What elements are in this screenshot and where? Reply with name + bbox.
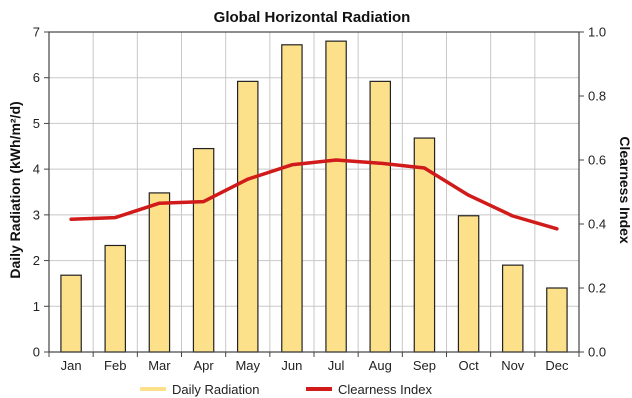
x-tick-label: Sep xyxy=(413,358,436,373)
x-tick-label: Jun xyxy=(281,358,302,373)
x-tick-label: Aug xyxy=(369,358,392,373)
legend-label-daily-radiation: Daily Radiation xyxy=(172,382,259,397)
bar-sep xyxy=(413,137,436,353)
bar-oct xyxy=(457,215,480,353)
bar-jul xyxy=(325,40,347,353)
x-tick-label: Dec xyxy=(545,358,569,373)
x-tick-label: May xyxy=(235,358,260,373)
x-tick-label: Jan xyxy=(61,358,82,373)
y-tick-label: 7 xyxy=(33,25,40,40)
y2-tick-label: 0.4 xyxy=(588,217,606,232)
bar-aug xyxy=(369,80,392,353)
grid-lines xyxy=(48,31,580,353)
x-tick-label: Nov xyxy=(501,358,525,373)
y-tick-label: 5 xyxy=(33,116,40,131)
bar-may xyxy=(236,80,259,353)
line-group xyxy=(69,158,559,231)
y2-tick-label: 1.0 xyxy=(588,25,606,40)
y-tick-label: 0 xyxy=(33,345,40,360)
legend: Daily Radiation Clearness Index xyxy=(140,382,432,397)
bar-nov xyxy=(501,264,524,353)
y2-tick-label: 0.8 xyxy=(588,89,606,104)
clearness-index-line xyxy=(69,158,559,231)
bar-dec xyxy=(546,287,568,353)
bar-mar xyxy=(148,192,171,353)
y-tick-label: 6 xyxy=(33,70,40,85)
x-tick-label: Oct xyxy=(458,358,479,373)
chart-title: Global Horizontal Radiation xyxy=(214,9,411,26)
y-axis-label: Daily Radiation (kWh/m²/d) xyxy=(7,101,23,278)
x-tick-label: Jul xyxy=(328,358,345,373)
x-tick-label: Apr xyxy=(193,358,214,373)
bar-jan xyxy=(60,274,82,353)
y2-tick-label: 0.0 xyxy=(588,345,606,360)
y-tick-label: 1 xyxy=(33,299,40,314)
bar-jun xyxy=(281,44,303,353)
axes-group xyxy=(44,31,584,357)
y2-tick-label: 0.2 xyxy=(588,281,606,296)
y-tick-label: 2 xyxy=(33,253,40,268)
x-tick-label: Mar xyxy=(148,358,171,373)
bar-feb xyxy=(104,244,127,353)
y2-axis-label: Clearness Index xyxy=(617,136,632,244)
y-tick-label: 3 xyxy=(33,207,40,222)
x-tick-label: Feb xyxy=(104,358,126,373)
y-tick-label: 4 xyxy=(33,162,40,177)
legend-label-clearness-index: Clearness Index xyxy=(338,382,432,397)
y2-tick-label: 0.6 xyxy=(588,153,606,168)
bar-apr xyxy=(192,147,215,353)
